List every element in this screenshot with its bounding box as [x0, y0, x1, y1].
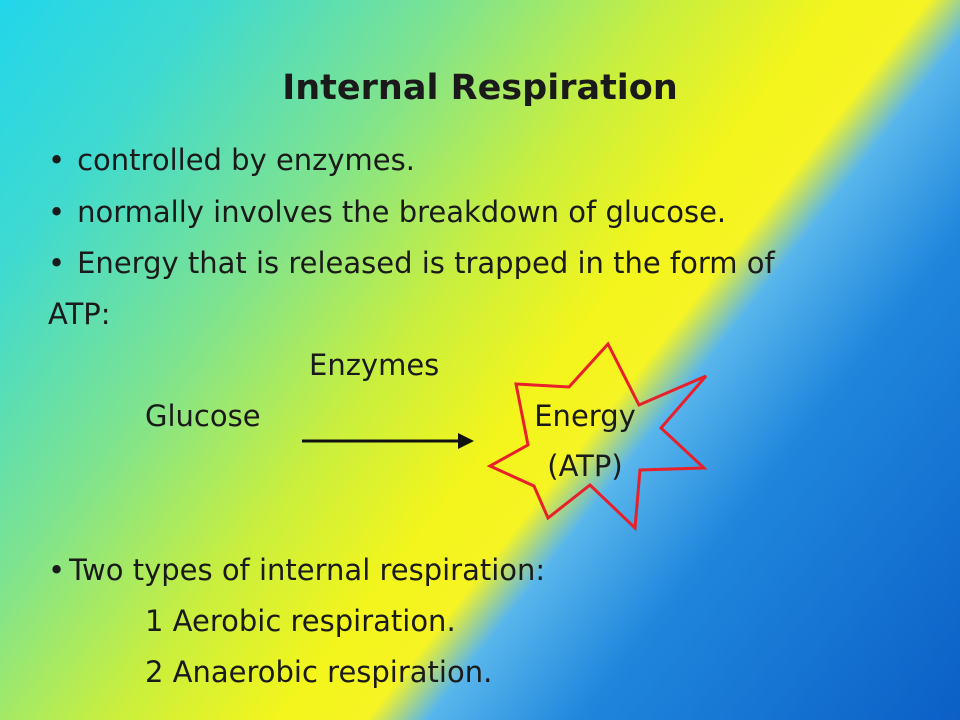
types-heading: Two types of internal respiration: [69, 553, 546, 587]
type-item: 2 Anaerobic respiration. [145, 655, 493, 689]
bullet-text: normally involves the breakdown of gluco… [77, 195, 727, 229]
type-item: 1 Aerobic respiration. [145, 604, 456, 638]
reaction-arrow-head-icon [458, 433, 474, 449]
reaction-reactant: Glucose [145, 399, 261, 433]
types-heading-item: •Two types of internal respiration: [48, 552, 545, 588]
reaction-product: Energy (ATP) [515, 398, 655, 484]
bullet-item: • normally involves the breakdown of gluc… [48, 194, 726, 230]
bullet-dot: • [48, 143, 66, 177]
energy-starburst-icon [486, 341, 708, 532]
product-line-1: Energy [534, 399, 636, 433]
slide-title: Internal Respiration [282, 68, 678, 108]
bullet-dot: • [48, 553, 66, 587]
bullet-dot: • [48, 246, 66, 280]
bullet-item: • controlled by enzymes. [48, 142, 415, 178]
bullet-continuation: ATP: [48, 297, 111, 331]
bullet-text: controlled by enzymes. [77, 143, 415, 177]
bullet-item: • Energy that is released is trapped in t… [48, 245, 775, 281]
bullet-text: Energy that is released is trapped in th… [77, 246, 775, 280]
product-line-2: (ATP) [547, 449, 623, 483]
reaction-catalyst: Enzymes [309, 348, 440, 382]
bullet-dot: • [48, 195, 66, 229]
